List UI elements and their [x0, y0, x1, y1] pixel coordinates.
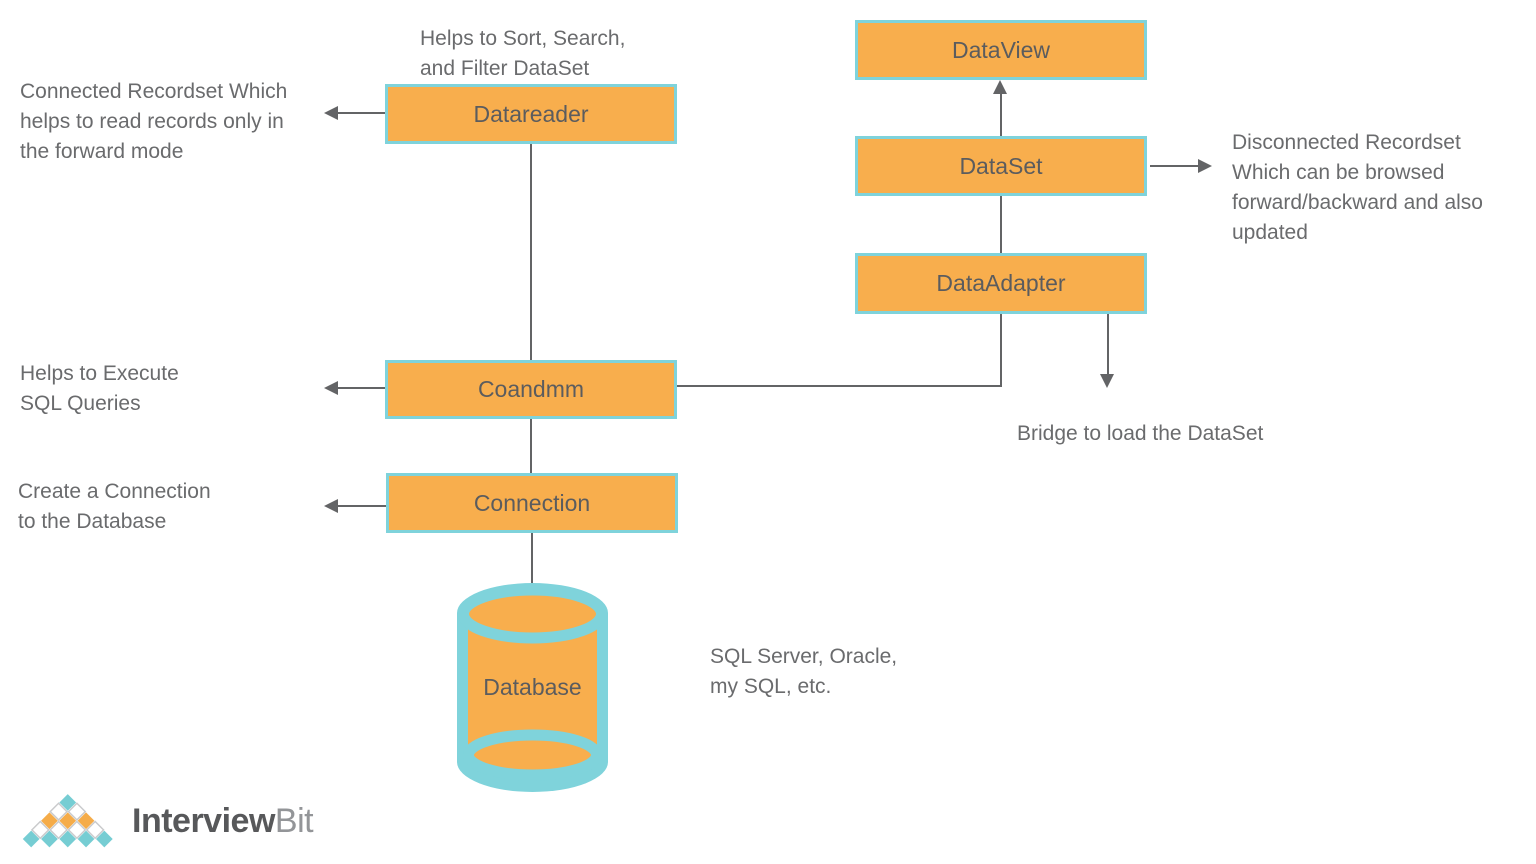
dataadapter-node: DataAdapter [855, 253, 1147, 314]
database-node: Database [483, 674, 582, 700]
connection-node: Connection [386, 473, 678, 533]
connector-connection-database [531, 533, 533, 585]
arrowhead-up-dataview [993, 80, 1007, 94]
connected-recordset-annotation: Connected Recordset Which helps to read … [20, 80, 288, 163]
bridge-annotation: Bridge to load the DataSet [1017, 422, 1264, 445]
brand-primary-text: Interview [132, 802, 275, 840]
interviewbit-wordmark: InterviewBit [132, 793, 314, 849]
connector-bridge-vertical [1107, 314, 1109, 375]
create-connection-annotation: Create a Connection to the Database [18, 480, 211, 533]
connector-dataset-right [1150, 165, 1200, 167]
disconnected-recordset-annotation: Disconnected Recordset Which can be brow… [1232, 131, 1483, 244]
connector-dataset-dataview [1000, 93, 1002, 136]
connector-command-left [336, 387, 385, 389]
sort-filter-annotation: Helps to Sort, Search, and Filter DataSe… [420, 27, 626, 80]
connector-dataadapter-elbow-vertical [1000, 314, 1002, 387]
brand-secondary-text: Bit [274, 802, 314, 840]
command-node: Coandmm [385, 360, 677, 419]
connector-dataadapter-command-horizontal [677, 385, 1002, 387]
sql-examples-annotation: SQL Server, Oracle, my SQL, etc. [710, 645, 898, 698]
dataset-node: DataSet [855, 136, 1147, 196]
arrowhead-left-command [324, 381, 338, 395]
execute-sql-annotation: Helps to Execute SQL Queries [20, 362, 179, 415]
connector-connection-left [336, 505, 386, 507]
interviewbit-logo: InterviewBit [22, 793, 314, 849]
arrowhead-down-bridge [1100, 374, 1114, 388]
connector-command-connection [530, 419, 532, 473]
dataview-node: DataView [855, 20, 1147, 80]
database-cylinder-icon [457, 583, 608, 792]
connector-dataadapter-dataset [1000, 196, 1002, 253]
interviewbit-logo-icon [22, 794, 113, 848]
connector-datareader-command [530, 144, 532, 360]
database-cylinder-svg [457, 583, 608, 792]
datareader-node: Datareader [385, 84, 677, 144]
arrowhead-right-dataset [1198, 159, 1212, 173]
arrowhead-left-datareader [324, 106, 338, 120]
connector-datareader-left [336, 112, 385, 114]
arrowhead-left-connection [324, 499, 338, 513]
